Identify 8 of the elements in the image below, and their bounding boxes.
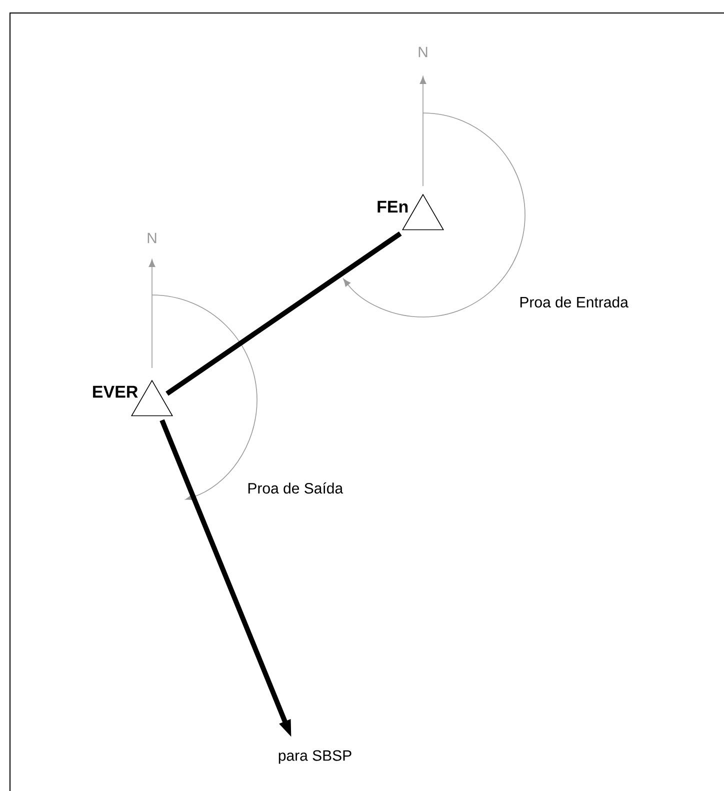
destination-label: para SBSP xyxy=(278,750,352,764)
north-label: N xyxy=(418,46,428,58)
arc-label: Proa de Entrada xyxy=(520,296,628,308)
node-label: FEn xyxy=(378,200,408,213)
north-label: N xyxy=(148,232,156,244)
node-label: EVER xyxy=(93,386,138,398)
arc-label: Proa de Saída xyxy=(248,482,344,494)
route-line xyxy=(166,231,402,396)
